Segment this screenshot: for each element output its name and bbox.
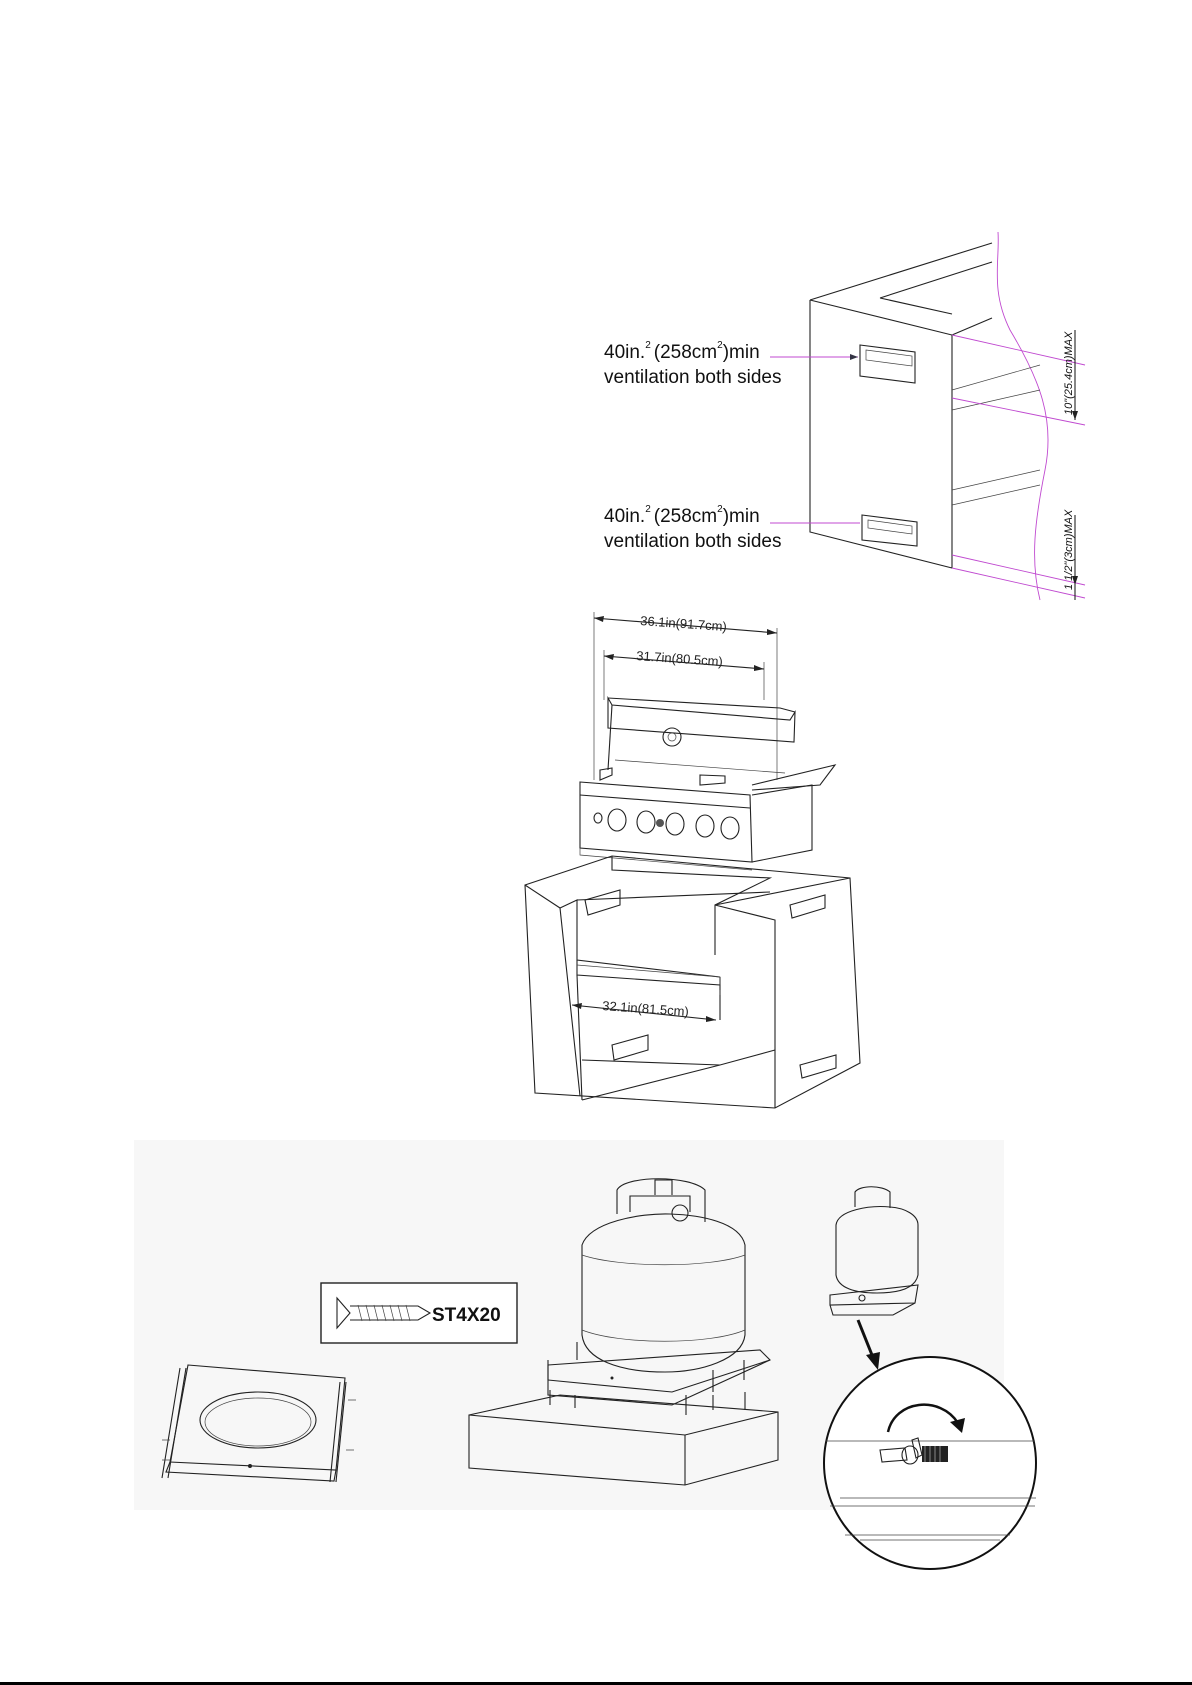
grill-drawing: 36.1in(91.7cm) 31.7in(80.5cm) [580, 612, 835, 870]
lower-vent-sup1: 2 [645, 504, 651, 515]
upper-vent-area: 40in. [604, 342, 645, 363]
upper-vent-min: )min [723, 342, 760, 363]
upper-vent-sup1: 2 [645, 340, 651, 351]
screw-callout: ST4X20 [321, 1283, 517, 1343]
lower-vent-min: )min [723, 506, 760, 527]
svg-text:40in.2(258cm2)min: 40in.2(258cm2)min [604, 340, 760, 363]
lower-vent-area: 40in. [604, 506, 645, 527]
body-width-label: 31.7in(80.5cm) [636, 648, 724, 669]
wing-nut-detail-circle [824, 1357, 1036, 1569]
ventilation-enclosure-drawing: 10"(25.4cm)MAX 1 1/2"(3cm)MAX [770, 232, 1085, 600]
overall-width-label: 36.1in(91.7cm) [640, 613, 728, 634]
island-enclosure-drawing: 32.1in(81.5cm) [525, 856, 860, 1108]
screw-size-label: ST4X20 [432, 1305, 501, 1326]
lower-vent-note: ventilation both sides [604, 531, 781, 552]
control-knobs [594, 809, 739, 839]
upper-vent-metric: (258cm [654, 342, 717, 363]
lower-vent-metric: (258cm [654, 506, 717, 527]
lower-ventilation-callout: 40in.2(258cm2)min ventilation both sides [604, 504, 781, 552]
svg-text:40in.2(258cm2)min: 40in.2(258cm2)min [604, 504, 760, 527]
upper-ventilation-callout: 40in.2(258cm2)min ventilation both sides [604, 340, 781, 388]
top-vent-max-label: 10"(25.4cm)MAX [1063, 331, 1075, 415]
cutout-width-label: 32.1in(81.5cm) [602, 998, 690, 1019]
bottom-vent-max-label: 1 1/2"(3cm)MAX [1063, 509, 1075, 590]
upper-vent-note: ventilation both sides [604, 367, 781, 388]
upper-vent-slot [860, 345, 915, 383]
thermometer-icon [663, 728, 681, 746]
lower-vent-slot [862, 515, 917, 546]
